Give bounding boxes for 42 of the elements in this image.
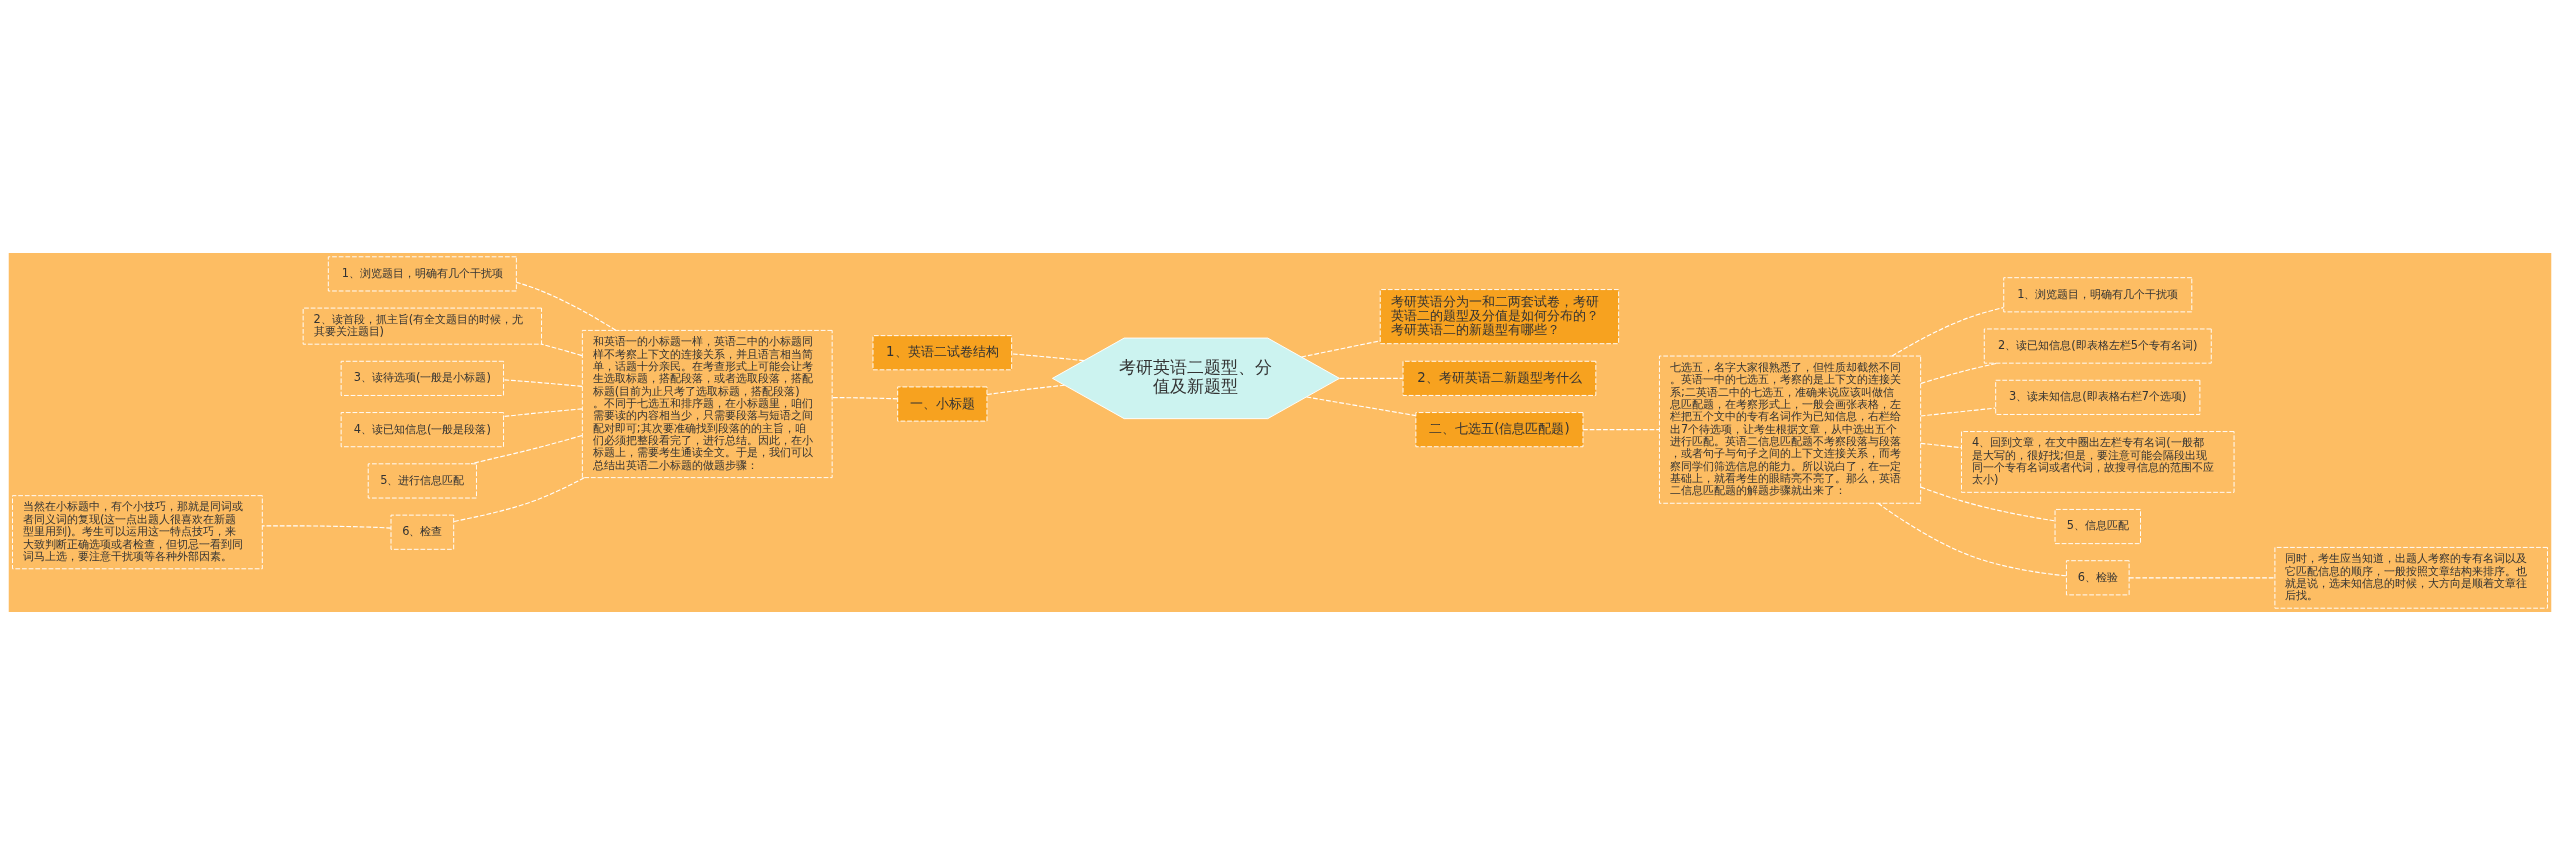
connector: [470, 434, 583, 465]
connector: [540, 343, 583, 357]
node-box: 1、浏览题目，明确有几个干扰项: [327, 256, 517, 292]
node-box: 1、英语二试卷结构: [872, 335, 1013, 371]
connector: [1339, 377, 1404, 379]
node-box: 2、考研英语二新题型考什么: [1402, 360, 1597, 396]
node-box: 一、小标题: [897, 386, 988, 422]
connector: [1920, 486, 2056, 522]
connector: [1306, 396, 1417, 417]
connector: [1920, 407, 1996, 417]
node-box: 6、检验: [2065, 560, 2130, 596]
node-box: 1、浏览题目，明确有几个干扰项: [2003, 277, 2193, 313]
node-box: 考研英语分为一和二两套试卷，考研英语二的题型及分值是如何分布的？考研英语二的新题型有哪些？: [1379, 289, 1620, 345]
connector: [1582, 429, 1660, 431]
node-box: 同时，考生应当知道，出题人考察的专有名词以及它匹配信息的顺序，一般按照文章结构来排序。也就是说，选未知信息的时候，大方向是顺着文章往后找。: [2274, 546, 2548, 609]
node-box: 2、读首段，抓主旨(有全文题目的时候，尤其要关注题目): [302, 307, 542, 345]
node-box: 4、回到文章，在文中圈出左栏专有名词(一般都是大写的，很好找;但是，要注意可能会隔段出现同一个专有名词或者代词，故搜寻信息的范围不应太小): [1961, 431, 2235, 493]
node-box: 3、读未知信息(即表格右栏7个选项): [1995, 379, 2201, 415]
connector: [503, 408, 583, 418]
connector: [515, 281, 617, 331]
node-box: 4、读已知信息(一般是段落): [340, 412, 504, 448]
connector: [1011, 353, 1085, 362]
connector: [1300, 340, 1381, 358]
node-box: 2、读已知信息(即表格左栏5个专有名词): [1983, 328, 2212, 364]
connector: [453, 477, 585, 523]
connector: [831, 397, 899, 400]
connector: [1920, 362, 1999, 385]
node-box: 6、检查: [390, 514, 455, 550]
node-box: 5、信息匹配: [2054, 508, 2141, 545]
node-box: 二、七选五(信息匹配题): [1415, 412, 1584, 448]
node-box: 3、读待选项(一般是小标题): [340, 360, 504, 396]
connector: [1920, 442, 1962, 449]
connector: [261, 525, 392, 529]
node-box: 5、进行信息匹配: [367, 463, 477, 499]
connector: [503, 379, 583, 387]
connector: [2128, 577, 2276, 579]
node-box: 和英语一的小标题一样，英语二中的小标题同样不考察上下文的连接关系，并且语言相当简单，话题十分亲民。在考查形式上可能会让考生选取标题，搭配段落，或者选取段落，搭配标题(目前为止只考了选取标题，搭配段落)。不同于七选五和排序题，在小标题里，咱们需要读的内容相当少，只需要段落与短语之间配对即可;其次要准确找到段落的的主旨，咱们必须把整段看完了，进行总结。因此，在小标题上，需要考生通读全文。于是，我们可以总结出英语二小标题的做题步骤：: [581, 329, 833, 479]
connector: [1891, 307, 2004, 357]
connector: [986, 384, 1066, 396]
connector: [1877, 502, 2067, 577]
node-box: 当然在小标题中，有个小技巧，那就是同词或者同义词的复现(这一点出题人很喜欢在新题型里用到)。考生可以运用这一特点技巧，来大致判断正确选项或者检查，但切忌一看到同词马上选，要注意干扰项等各种外部因素。: [12, 495, 263, 570]
node-box: 七选五，名字大家很熟悉了，但性质却截然不同。英语一中的七选五，考察的是上下文的连接关系;二英语二中的七选五，准确来说应该叫做信息匹配题，在考察形式上，一般会画张表格，左栏把五个文中的专有名词作为已知信息，右栏给出7个待选项，让考生根据文章，从中选出五个进行匹配。英语二信息匹配题不考察段落与段落，或者句子与句子之间的上下文连接关系，而考察同学们筛选信息的能力。所以说白了，在一定基础上，就看考生的眼睛亮不亮了。那么，英语二信息匹配题的解题步骤就出来了：: [1659, 355, 1922, 504]
